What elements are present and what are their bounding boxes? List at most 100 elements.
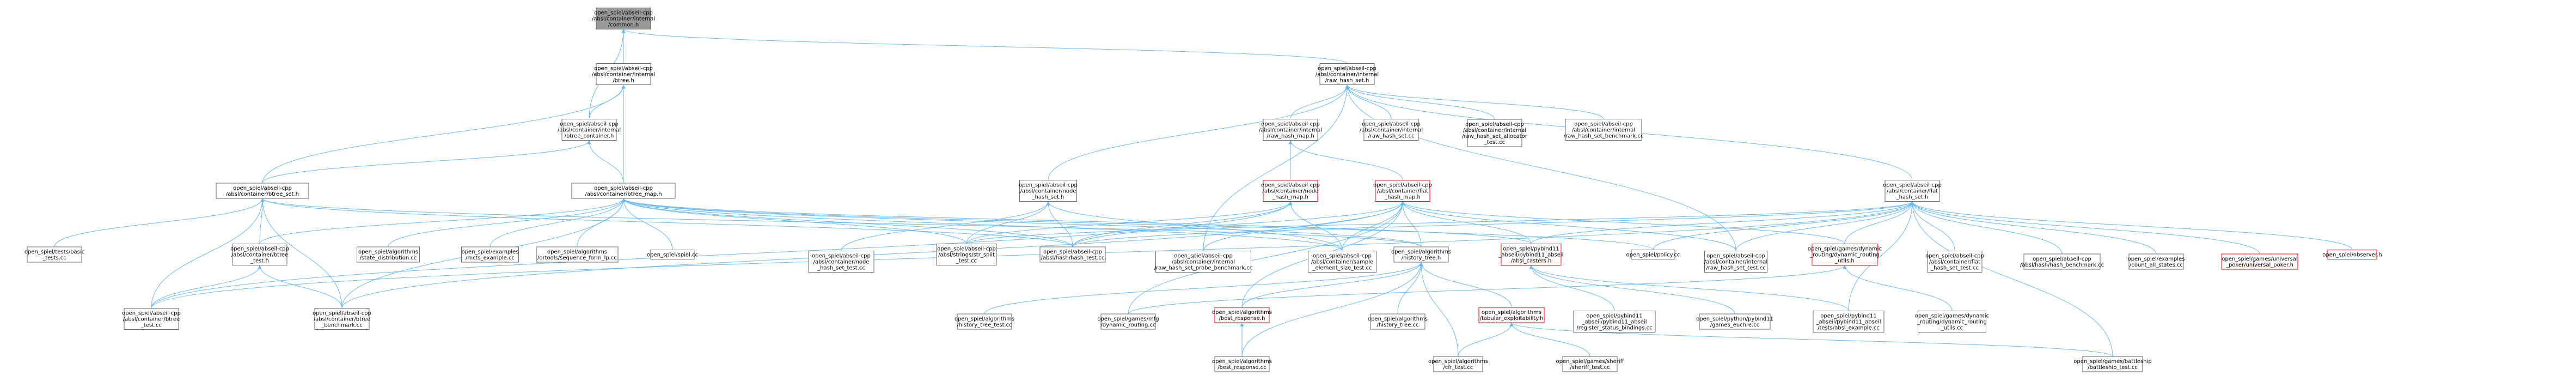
node-label-line: open_spiel/abseil-cpp [1362, 122, 1421, 128]
node-btree_container[interactable]: open_spiel/abseil-cpp/absl/container/int… [558, 119, 621, 141]
node-label-line: open_spiel/abseil-cpp [1318, 66, 1376, 72]
node-box [314, 308, 370, 330]
node-raw_hash_set_alloc[interactable]: open_spiel/abseil-cpp/absl/container/int… [1462, 119, 1528, 147]
node-label-line: open_spiel/algorithms [954, 316, 1014, 322]
node-box [1263, 119, 1318, 141]
node-basic_tests[interactable]: open_spiel/tests/basic_tests.cc [25, 246, 84, 263]
node-box [1319, 63, 1375, 85]
node-hash_test[interactable]: open_spiel/abseil-cpp/absl/hash/hash_tes… [1039, 246, 1106, 263]
node-dyn_routing_utils_h[interactable]: open_spiel/games/dynamic_routing/dynamic… [1808, 244, 1882, 265]
node-absl_casters[interactable]: open_spiel/pybind11_abseil/pybind11_abse… [1498, 244, 1564, 265]
node-flat_hash_set[interactable]: open_spiel/abseil-cpp/absl/container/fla… [1883, 180, 1942, 202]
node-lstm[interactable]: open_spiel/algorithms/ortools/sequence_f… [536, 246, 619, 263]
node-hash_benchmark[interactable]: open_spiel/abseil-cpp/absl/hash/hash_ben… [2020, 253, 2104, 270]
edge-observer_h-to-flat_hash_set [1910, 201, 2353, 250]
node-box [1100, 313, 1156, 330]
node-label-line: open_spiel/abseil-cpp [1925, 253, 1984, 259]
node-cfr_test[interactable]: open_spiel/algorithms/cfr_test.cc [1428, 356, 1488, 372]
node-btree_test_h[interactable]: open_spiel/abseil-cpp/absl/container/btr… [230, 244, 289, 265]
node-box [571, 183, 676, 199]
edge-btree_benchmark-to-btree_test_h [258, 265, 342, 309]
edge-universal_poker-to-flat_hash_set [1910, 201, 2260, 255]
node-label-line: open_spiel/policy.cc [1626, 252, 1680, 258]
edge-absl_casters-to-flat_hash_map [1400, 201, 1532, 244]
node-label-line: open_spiel/examples [2128, 256, 2185, 262]
node-label-line: /absl/hash/hash_test.cc [1041, 255, 1105, 261]
node-flat_hash_set_test[interactable]: open_spiel/abseil-cpp/absl/container/fla… [1925, 251, 1984, 273]
node-best_response_cc[interactable]: open_spiel/algorithms/best_response.cc [1212, 356, 1272, 372]
edge-hash_test-to-flat_hash_map [1072, 201, 1405, 247]
node-btree_map[interactable]: open_spiel/abseil-cpp/absl/container/btr… [571, 183, 676, 199]
node-label-line: open_spiel/abseil-cpp [1174, 253, 1233, 259]
node-label-line: /history_tree.h [1402, 255, 1441, 261]
node-node_hash_set_test[interactable]: open_spiel/abseil-cpp/absl/container/nod… [808, 251, 874, 273]
edge-btree_benchmark-to-btree_set [260, 198, 342, 309]
node-sample_element[interactable]: open_spiel/abseil-cpp/absl/container/sam… [1308, 251, 1376, 273]
node-label-line: open_spiel/abseil-cpp [594, 10, 653, 16]
edge-raw_hash_set_alloc-to-raw_hash_set [1345, 84, 1495, 120]
node-label-line: /absl/container/btree [231, 252, 288, 258]
node-tabular_exploit[interactable]: open_spiel/algorithms/tabular_exploitabi… [1478, 307, 1545, 323]
node-probe_benchmark[interactable]: open_spiel/abseil-cpp/absl/container/int… [1154, 251, 1253, 273]
node-raw_hash_set[interactable]: open_spiel/abseil-cpp/absl/container/int… [1315, 63, 1379, 85]
edge-btree_set-to-btree_container [262, 140, 591, 184]
node-str_split_test[interactable]: open_spiel/abseil-cpp/absl/strings/str_s… [936, 244, 997, 265]
node-btree_benchmark[interactable]: open_spiel/abseil-cpp/absl/container/btr… [313, 308, 371, 330]
node-node_hash_map[interactable]: open_spiel/abseil-cpp/absl/container/nod… [1261, 180, 1320, 202]
node-games_euchre[interactable]: open_spiel/python/pybind11/games_euchre.… [1696, 313, 1773, 330]
node-label-line: open_spiel/abseil-cpp [1465, 122, 1524, 128]
edge-dyn_routing_utils_h-to-flat_hash_set [1844, 201, 1914, 244]
node-history_tree_h[interactable]: open_spiel/algorithms/history_tree.h [1391, 246, 1451, 263]
node-count_all_states[interactable]: open_spiel/examples/count_all_states.cc [2128, 253, 2185, 270]
node-label-line: open_spiel/abseil-cpp [230, 246, 289, 252]
node-label-line: /absl/container/internal [1172, 259, 1235, 265]
node-btree_set[interactable]: open_spiel/abseil-cpp/absl/container/btr… [216, 183, 309, 199]
node-box [1927, 251, 1983, 273]
node-best_response_h[interactable]: open_spiel/algorithms/best_response.h [1212, 307, 1272, 323]
node-label-line: /raw_hash_set.h [1325, 78, 1369, 84]
node-mfg_dynamic_routing[interactable]: open_spiel/games/mfg/dynamic_routing.cc [1097, 313, 1159, 330]
node-policy_cc[interactable]: open_spiel/policy.cc [1626, 250, 1680, 259]
node-raw_hash_set_test[interactable]: open_spiel/abseil-cpp/absl/container/int… [1704, 251, 1767, 273]
node-label-line: /absl/container/btree_set.h [226, 191, 299, 197]
node-label-line: open_spiel/abseil-cpp [1261, 122, 1320, 128]
node-spiel_cc[interactable]: open_spiel/spiel.cc [647, 250, 698, 259]
node-state_distribution[interactable]: open_spiel/algorithms/state_distribution… [357, 246, 420, 263]
edge-mcts_example-to-btree_map [489, 198, 626, 247]
node-common[interactable]: open_spiel/abseil-cpp/absl/container/int… [592, 8, 655, 29]
node-label-line: open_spiel/algorithms [1368, 316, 1428, 322]
node-label-line: open_spiel/abseil-cpp [313, 311, 371, 317]
node-box [1433, 356, 1483, 372]
node-battleship_test[interactable]: open_spiel/games/battleship/battleship_t… [2073, 356, 2152, 372]
node-register_status[interactable]: open_spiel/pybind11_abseil/pybind11_abse… [1573, 311, 1656, 332]
node-absl_example[interactable]: open_spiel/pybind11_abseil/pybind11_abse… [1813, 311, 1884, 332]
node-box [1699, 313, 1771, 330]
node-flat_hash_map[interactable]: open_spiel/abseil-cpp/absl/container/fla… [1373, 180, 1432, 202]
edge-btree_map-to-btree_container [587, 140, 624, 184]
node-label-line: /count_all_states.cc [2130, 262, 2183, 268]
node-label-line: open_spiel/algorithms [1212, 359, 1272, 365]
edge-dyn_routing_utils_cc-to-dyn_routing_utils_h [1843, 265, 1953, 311]
node-mcts_example[interactable]: open_spiel/examples/mcts_example.cc [461, 246, 519, 263]
node-history_tree_cc[interactable]: open_spiel/algorithms/history_tree.cc [1368, 313, 1428, 330]
node-raw_hash_set_cc[interactable]: open_spiel/abseil-cpp/absl/container/int… [1360, 119, 1423, 141]
node-observer_h[interactable]: open_spiel/observer.h [2322, 250, 2382, 259]
node-node_hash_set[interactable]: open_spiel/abseil-cpp/absl/container/nod… [1019, 180, 1078, 202]
node-universal_poker[interactable]: open_spiel/games/universal_poker/univers… [2221, 253, 2298, 270]
node-raw_hash_map[interactable]: open_spiel/abseil-cpp/absl/container/int… [1259, 119, 1322, 141]
node-dyn_routing_utils_cc[interactable]: open_spiel/games/dynamic_routing/dynamic… [1915, 311, 1989, 332]
node-btree_test_cc[interactable]: open_spiel/abseil-cpp/absl/container/btr… [122, 308, 181, 330]
node-raw_hash_set_bench[interactable]: open_spiel/abseil-cpp/absl/container/int… [1564, 119, 1644, 141]
edge-best_response_cc-to-history_tree_h [1241, 262, 1423, 357]
node-btree[interactable]: open_spiel/abseil-cpp/absl/container/int… [592, 63, 655, 85]
node-label-line: /absl/hash/hash_benchmark.cc [2020, 262, 2104, 268]
node-box [1039, 246, 1106, 263]
node-box [536, 246, 619, 263]
node-history_tree_test[interactable]: open_spiel/algorithms/history_tree_test.… [954, 313, 1014, 330]
node-label-line: /absl/container/internal [1315, 72, 1379, 78]
edge-basic_tests-to-btree_set [54, 198, 265, 247]
node-label-line: /history_tree.cc [1376, 322, 1418, 328]
graph-edges [54, 29, 2353, 357]
node-sheriff_test[interactable]: open_spiel/games/sheriff/sheriff_test.cc [1556, 356, 1625, 372]
edge-dyn_routing_utils_h-to-flat_hash_map [1400, 201, 1845, 244]
